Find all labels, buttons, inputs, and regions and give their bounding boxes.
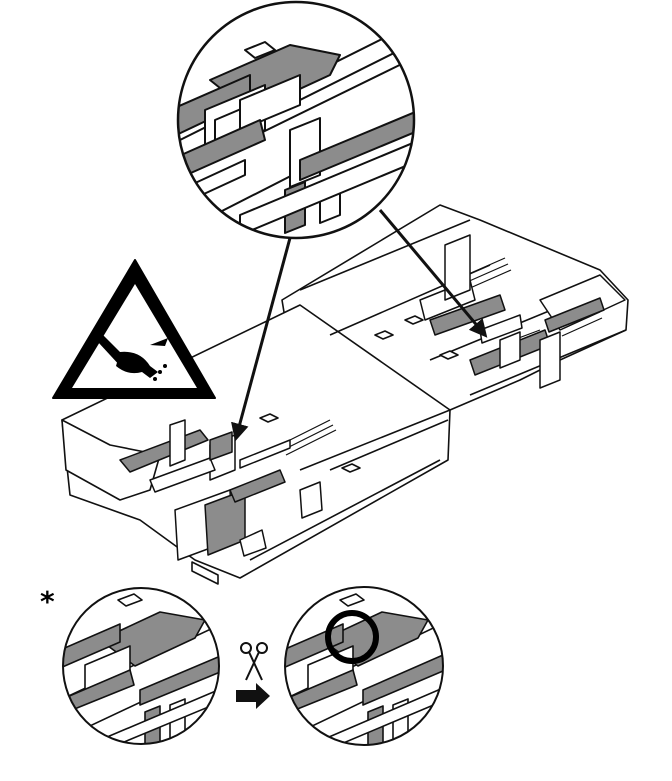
right-arrow-icon xyxy=(236,683,270,709)
detail-zoom-top xyxy=(176,0,416,240)
pointer-arrows xyxy=(231,209,488,442)
cut-location-marker xyxy=(325,610,379,664)
cut-hazard-warning-icon xyxy=(52,259,216,399)
detail-before-cut xyxy=(62,587,220,745)
scissors-icon xyxy=(240,642,268,681)
footnote-marker: * xyxy=(40,585,55,618)
paper-tray xyxy=(61,204,629,585)
paper-guide-left xyxy=(119,419,323,561)
detail-after-cut xyxy=(284,586,444,746)
